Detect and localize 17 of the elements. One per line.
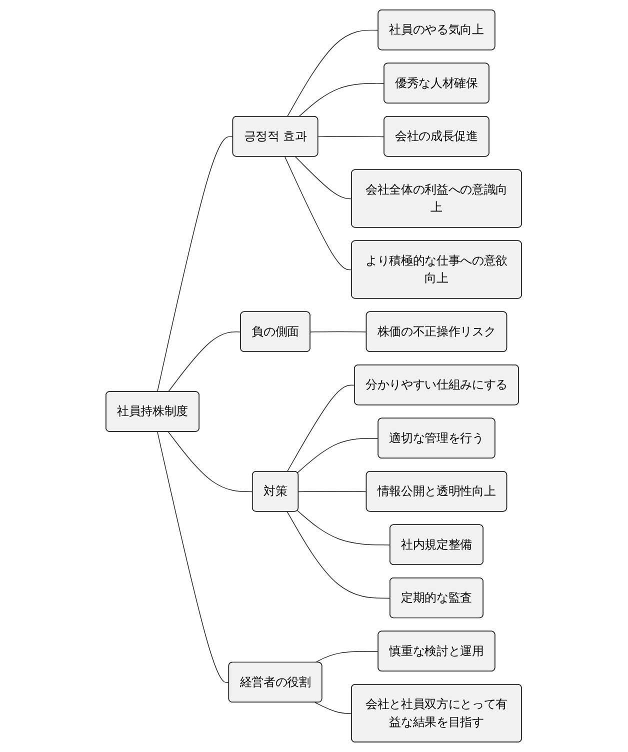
connector bbox=[168, 431, 254, 492]
connector bbox=[287, 511, 391, 599]
connector bbox=[310, 331, 368, 332]
connector bbox=[168, 332, 242, 392]
connector bbox=[298, 491, 368, 492]
connector bbox=[157, 136, 234, 392]
connector bbox=[287, 30, 380, 118]
connector bbox=[287, 384, 356, 472]
connector bbox=[315, 702, 352, 714]
connector bbox=[315, 651, 380, 663]
connector bbox=[297, 510, 391, 546]
connector bbox=[157, 431, 230, 683]
connector bbox=[295, 156, 352, 200]
connector bbox=[318, 136, 385, 138]
connector bbox=[298, 83, 385, 118]
connector bbox=[297, 438, 380, 474]
connector bbox=[284, 156, 352, 270]
